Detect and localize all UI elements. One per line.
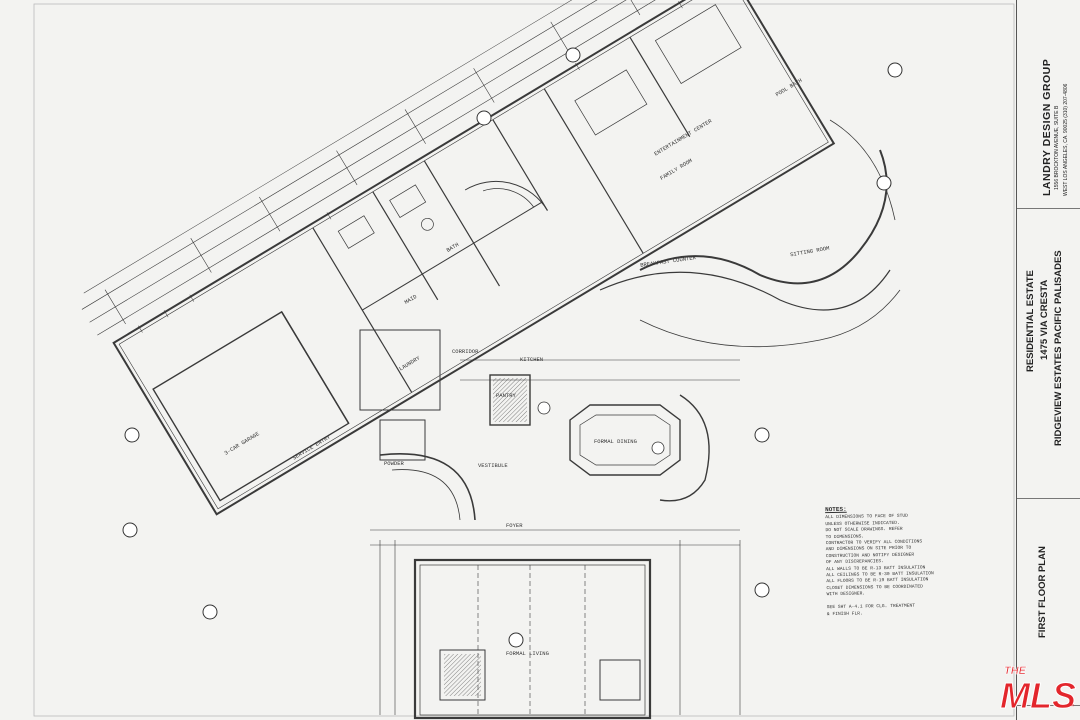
mls-logo-mark: ™ bbox=[1068, 703, 1074, 710]
sheet-title: FIRST FLOOR PLAN bbox=[1037, 546, 1048, 638]
mls-logo-main: MLS bbox=[1000, 675, 1076, 714]
room-label-formal-living: FORMAL LIVING bbox=[506, 650, 549, 657]
room-label-foyer: FOYER bbox=[506, 522, 523, 529]
project-location: RIDGEVIEW ESTATES PACIFIC PALISADES bbox=[1053, 250, 1064, 446]
mls-logo: THE MLS ™ bbox=[1000, 665, 1077, 714]
room-label-vestibule: VESTIBULE bbox=[478, 462, 508, 469]
room-label-kitchen: KITCHEN bbox=[520, 356, 544, 363]
mls-logo-top: THE bbox=[1004, 665, 1027, 677]
room-label-powder: POWDER bbox=[384, 460, 404, 467]
sheet-border bbox=[33, 3, 1015, 717]
room-label-corridor: CORRIDOR bbox=[452, 348, 479, 355]
section-markers bbox=[122, 47, 903, 648]
firm-address-2: WEST LOS ANGELES, CA. 90025 (310) 207-48… bbox=[1063, 83, 1069, 196]
sitting-room-curve bbox=[639, 149, 888, 285]
firm-address-1: 1556 BROCKTON AVENUE, SUITE B bbox=[1054, 105, 1060, 190]
project-address: 1475 VIA CRESTA bbox=[1039, 279, 1050, 360]
rotated-wing bbox=[81, 0, 836, 516]
room-label-formal-dining: FORMAL DINING bbox=[594, 438, 637, 445]
formal-living-block bbox=[370, 529, 741, 720]
project-name: RESIDENTIAL ESTATE bbox=[1025, 270, 1036, 372]
title-block: LANDRY DESIGN GROUP 1556 BROCKTON AVENUE… bbox=[1016, 0, 1080, 720]
firm-name: LANDRY DESIGN GROUP bbox=[1041, 58, 1053, 196]
center-zone bbox=[359, 329, 740, 521]
room-label-pantry: PANTRY bbox=[496, 392, 516, 399]
notes-heading: NOTES: bbox=[825, 505, 847, 514]
